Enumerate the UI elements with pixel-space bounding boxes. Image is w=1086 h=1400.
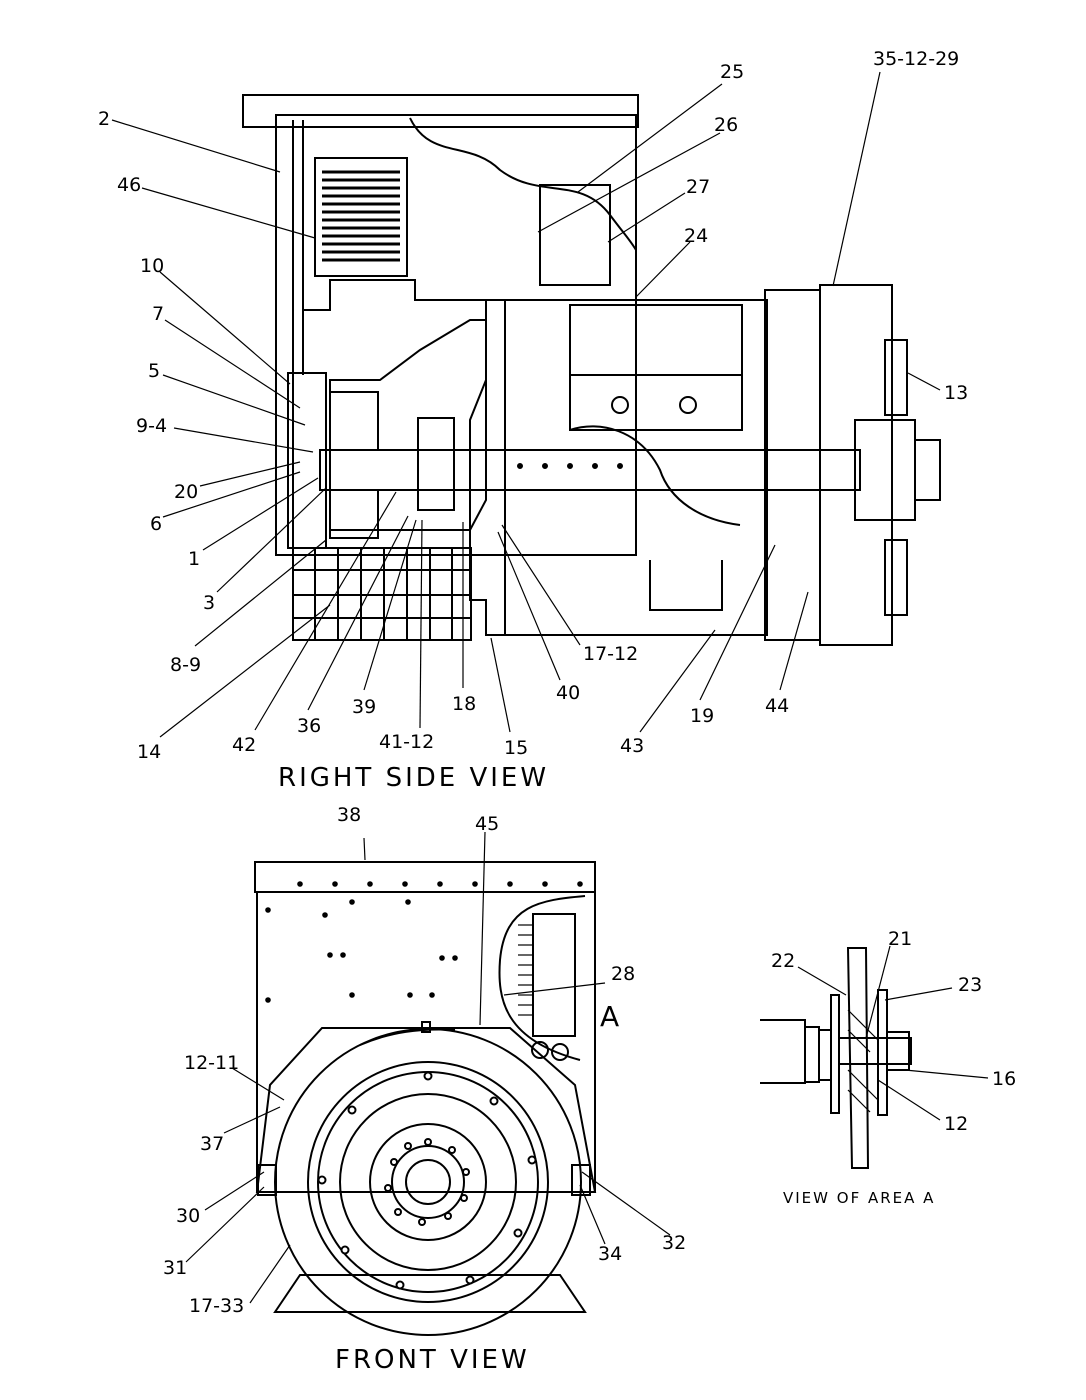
- front-regulator: [532, 913, 576, 1037]
- terminal-box: [275, 114, 637, 556]
- front-box-dots: [265, 881, 583, 1003]
- callout-12: 12: [944, 1113, 968, 1135]
- callout-45: 45: [475, 813, 499, 835]
- area-a-view-title: VIEW OF AREA A: [783, 1189, 935, 1207]
- callout-36: 36: [297, 715, 321, 737]
- front-view-leaders: [185, 831, 671, 1304]
- area-a-callouts: 21 22 23 16 12: [771, 928, 1016, 1135]
- shaft-holes: [517, 463, 623, 469]
- area-a-view: 21 22 23 16 12 VIEW OF AREA A: [760, 928, 1016, 1207]
- right-side-view: 25 35-12-29 2 26 46 27 24 10 7 13 5 9-4 …: [98, 48, 968, 793]
- callout-17-33: 17-33: [189, 1295, 244, 1317]
- callout-44: 44: [765, 695, 789, 717]
- callout-25: 25: [720, 61, 744, 83]
- front-adapter: [255, 1027, 597, 1193]
- callout-23: 23: [958, 974, 982, 996]
- front-view-callouts: 38 45 28 A 12-11 37 30 32 31 34 17-33: [163, 804, 686, 1317]
- callout-32: 32: [662, 1232, 686, 1254]
- right-side-leaders: [111, 71, 941, 738]
- callout-22: 22: [771, 950, 795, 972]
- callout-39: 39: [352, 696, 376, 718]
- callout-18: 18: [452, 693, 476, 715]
- callout-46: 46: [117, 174, 141, 196]
- callout-12-11: 12-11: [184, 1052, 239, 1074]
- callout-1: 1: [188, 548, 200, 570]
- callout-14: 14: [137, 741, 161, 763]
- callout-10: 10: [140, 255, 164, 277]
- callout-16: 16: [992, 1068, 1016, 1090]
- base-grid-cells: [293, 548, 471, 640]
- rotor-shaft: [319, 449, 861, 491]
- callout-21: 21: [888, 928, 912, 950]
- callout-7: 7: [152, 303, 164, 325]
- front-view-title: FRONT VIEW: [335, 1345, 530, 1375]
- callout-30: 30: [176, 1205, 200, 1227]
- callout-41-12: 41-12: [379, 731, 434, 753]
- callout-20: 20: [174, 481, 198, 503]
- callout-8-9: 8-9: [170, 654, 201, 676]
- callout-13: 13: [944, 382, 968, 404]
- flywheel-hub: [369, 1123, 487, 1241]
- area-a-marker: A: [600, 1000, 619, 1033]
- area-a-nut: [804, 1026, 820, 1083]
- callout-43: 43: [620, 735, 644, 757]
- coupling-hub: [854, 419, 916, 521]
- callout-35-12-29: 35-12-29: [873, 48, 959, 70]
- front-regulator-fins: [518, 924, 533, 1016]
- callout-28: 28: [611, 963, 635, 985]
- flywheel-bolt-holes: [317, 1071, 537, 1290]
- callout-17-12: 17-12: [583, 643, 638, 665]
- terminal-box-lid: [242, 94, 639, 128]
- callout-27: 27: [686, 176, 710, 198]
- right-side-callouts: 25 35-12-29 2 26 46 27 24 10 7 13 5 9-4 …: [98, 48, 968, 763]
- callout-6: 6: [150, 513, 162, 535]
- regulator-heatsink: [314, 157, 408, 277]
- callout-9-4: 9-4: [136, 415, 167, 437]
- callout-40: 40: [556, 682, 580, 704]
- callout-5: 5: [148, 360, 160, 382]
- heatsink-fins: [322, 170, 400, 262]
- callout-37: 37: [200, 1133, 224, 1155]
- flywheel-outer: [307, 1061, 549, 1303]
- callout-2: 2: [98, 108, 110, 130]
- callout-19: 19: [690, 705, 714, 727]
- callout-26: 26: [714, 114, 738, 136]
- front-box-lid: [254, 861, 596, 893]
- callout-15: 15: [504, 737, 528, 759]
- area-a-plate: [846, 947, 870, 1169]
- callout-24: 24: [684, 225, 708, 247]
- fan-housing: [819, 284, 893, 646]
- right-side-view-title: RIGHT SIDE VIEW: [278, 763, 549, 793]
- callout-34: 34: [598, 1243, 622, 1265]
- callout-38: 38: [337, 804, 361, 826]
- area-a-bolt: [838, 1037, 912, 1065]
- area-a-leaders: [797, 945, 989, 1121]
- callout-3: 3: [203, 592, 215, 614]
- callout-42: 42: [232, 734, 256, 756]
- front-view: 38 45 28 A 12-11 37 30 32 31 34 17-33 FR…: [163, 804, 686, 1375]
- callout-31: 31: [163, 1257, 187, 1279]
